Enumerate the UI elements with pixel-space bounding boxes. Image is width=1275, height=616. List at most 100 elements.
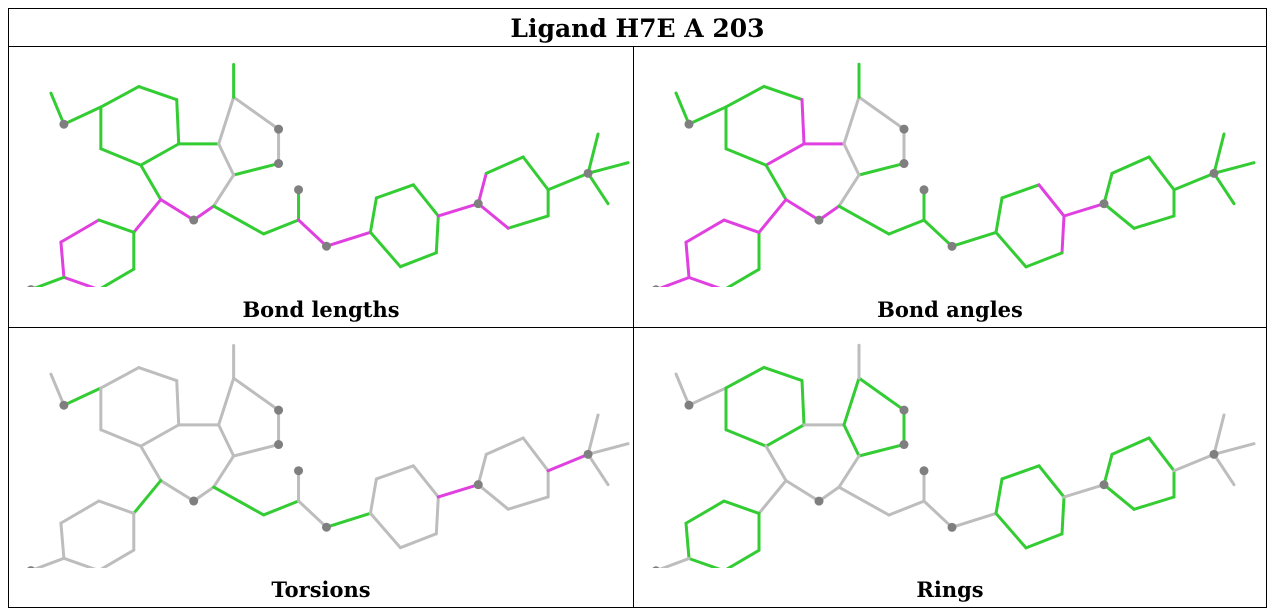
atom-b1 bbox=[814, 496, 824, 506]
bond-k1-k3 bbox=[586, 132, 600, 175]
bond-k1-k2 bbox=[1212, 161, 1256, 175]
bond-b1-s2 bbox=[159, 198, 196, 222]
bond-t1-t2 bbox=[59, 218, 101, 244]
bond-v5-v6 bbox=[1132, 495, 1176, 511]
panel-caption-rings: Rings bbox=[916, 577, 984, 602]
bond-q1-q2 bbox=[842, 376, 861, 427]
bond-q1-q2 bbox=[842, 95, 861, 146]
bond-c2-o1 bbox=[922, 499, 954, 529]
molecule-rings bbox=[652, 343, 1256, 568]
bond-s2-r5 bbox=[139, 163, 163, 202]
bond-v6-v1 bbox=[1102, 202, 1136, 230]
bond-u3-u4 bbox=[1037, 183, 1066, 218]
panel-bond-angles: Bond angles bbox=[634, 47, 1266, 328]
bond-u3-u4 bbox=[411, 183, 440, 218]
atom-o1 bbox=[947, 522, 957, 532]
bond-r2-r3 bbox=[762, 365, 804, 383]
figure-frame: Ligand H7E A 203 Bond lengths Bond angle… bbox=[8, 8, 1267, 608]
bond-v3-v4 bbox=[1147, 436, 1176, 473]
bond-a1-r1 bbox=[687, 386, 728, 407]
bond-t6-t1 bbox=[97, 499, 136, 515]
bond-u4-u5 bbox=[1060, 214, 1066, 255]
bond-t1-t2 bbox=[59, 499, 101, 525]
bond-u2-u3 bbox=[374, 464, 415, 481]
bond-r5-r6 bbox=[724, 428, 768, 448]
bond-u1-u2 bbox=[994, 196, 1004, 234]
bond-b1-s2 bbox=[159, 479, 196, 503]
atom-m3 bbox=[919, 466, 929, 476]
bond-p2-q3 bbox=[857, 162, 906, 177]
atom-k1 bbox=[583, 168, 593, 178]
bond-k1-k4 bbox=[586, 171, 610, 206]
bond-k1-k3 bbox=[1212, 132, 1226, 175]
atom-p1 bbox=[899, 124, 909, 134]
bond-t3-f1 bbox=[659, 276, 691, 287]
atom-m3 bbox=[294, 185, 304, 195]
bond-k1-k2 bbox=[1212, 442, 1256, 456]
atom-a1 bbox=[59, 400, 69, 410]
bond-v2-v3 bbox=[1110, 436, 1151, 456]
bond-v2-v3 bbox=[484, 436, 525, 456]
bond-q2-p1 bbox=[232, 376, 281, 412]
bond-u5-u6 bbox=[1024, 251, 1064, 269]
bond-k1-k4 bbox=[586, 452, 610, 487]
bond-r1-r2 bbox=[724, 365, 766, 390]
bond-q3-q1 bbox=[842, 142, 861, 177]
bond-t3-t4 bbox=[687, 276, 721, 287]
bond-v5-v6 bbox=[1132, 214, 1176, 230]
bond-t4-t5 bbox=[725, 548, 761, 568]
bond-t4-t5 bbox=[100, 548, 136, 568]
bond-c1-c2 bbox=[887, 499, 926, 517]
bond-k1-k2 bbox=[586, 161, 630, 175]
molecule-bond-lengths bbox=[27, 62, 630, 287]
bond-a1-r1 bbox=[62, 386, 103, 407]
bond-r3-r4 bbox=[175, 98, 181, 146]
bond-u4-u5 bbox=[1060, 495, 1066, 536]
bond-m1-a1 bbox=[674, 91, 691, 126]
bond-v4-k1 bbox=[1172, 452, 1216, 473]
bond-o1-u1 bbox=[324, 511, 372, 529]
bond-v4-k1 bbox=[1172, 171, 1216, 192]
bond-u4-u5 bbox=[434, 495, 440, 536]
bond-t1-t2 bbox=[684, 218, 726, 244]
bond-t4-t5 bbox=[725, 267, 761, 287]
molecule-torsions bbox=[27, 343, 630, 568]
atom-f1 bbox=[27, 566, 35, 568]
bond-v6-v1 bbox=[476, 202, 510, 230]
bond-p2-q3 bbox=[232, 162, 281, 177]
bond-m1-a1 bbox=[674, 372, 691, 407]
bond-b1-s2 bbox=[784, 479, 821, 503]
bond-v3-v4 bbox=[521, 155, 550, 192]
bond-t4-t5 bbox=[100, 267, 136, 287]
atom-b1 bbox=[189, 496, 199, 506]
bond-u4-v1 bbox=[436, 483, 480, 499]
bond-s2-r5 bbox=[764, 444, 788, 483]
bond-c2-o1 bbox=[297, 499, 328, 529]
bond-s2-r5 bbox=[764, 163, 788, 202]
bond-m1-a1 bbox=[49, 91, 66, 126]
bond-s2-t6 bbox=[132, 479, 163, 515]
bond-t3-t4 bbox=[62, 556, 96, 568]
atom-p1 bbox=[274, 124, 284, 134]
bond-r2-r3 bbox=[762, 84, 804, 102]
atom-p2 bbox=[899, 159, 909, 169]
panel-rings: Rings bbox=[634, 328, 1266, 607]
bond-t2-t3 bbox=[684, 240, 691, 279]
bond-v3-v4 bbox=[1147, 155, 1176, 192]
panel-bond-lengths: Bond lengths bbox=[9, 47, 634, 328]
bond-p2-q3 bbox=[857, 443, 906, 458]
bond-u4-u5 bbox=[434, 214, 440, 255]
bond-q1-q2 bbox=[217, 95, 236, 146]
bond-t3-f1 bbox=[33, 275, 66, 287]
atom-p2 bbox=[899, 440, 909, 450]
atom-a1 bbox=[684, 119, 694, 129]
atom-k1 bbox=[583, 449, 593, 459]
bond-r4-r5 bbox=[764, 423, 806, 448]
atom-v1 bbox=[1099, 480, 1109, 490]
atom-f1 bbox=[652, 285, 660, 287]
atom-o1 bbox=[321, 241, 331, 251]
bond-o1-u1 bbox=[324, 230, 372, 248]
bond-q3-q1 bbox=[217, 142, 236, 177]
bond-u6-u1 bbox=[368, 230, 402, 269]
bond-q2-p1 bbox=[857, 376, 906, 412]
